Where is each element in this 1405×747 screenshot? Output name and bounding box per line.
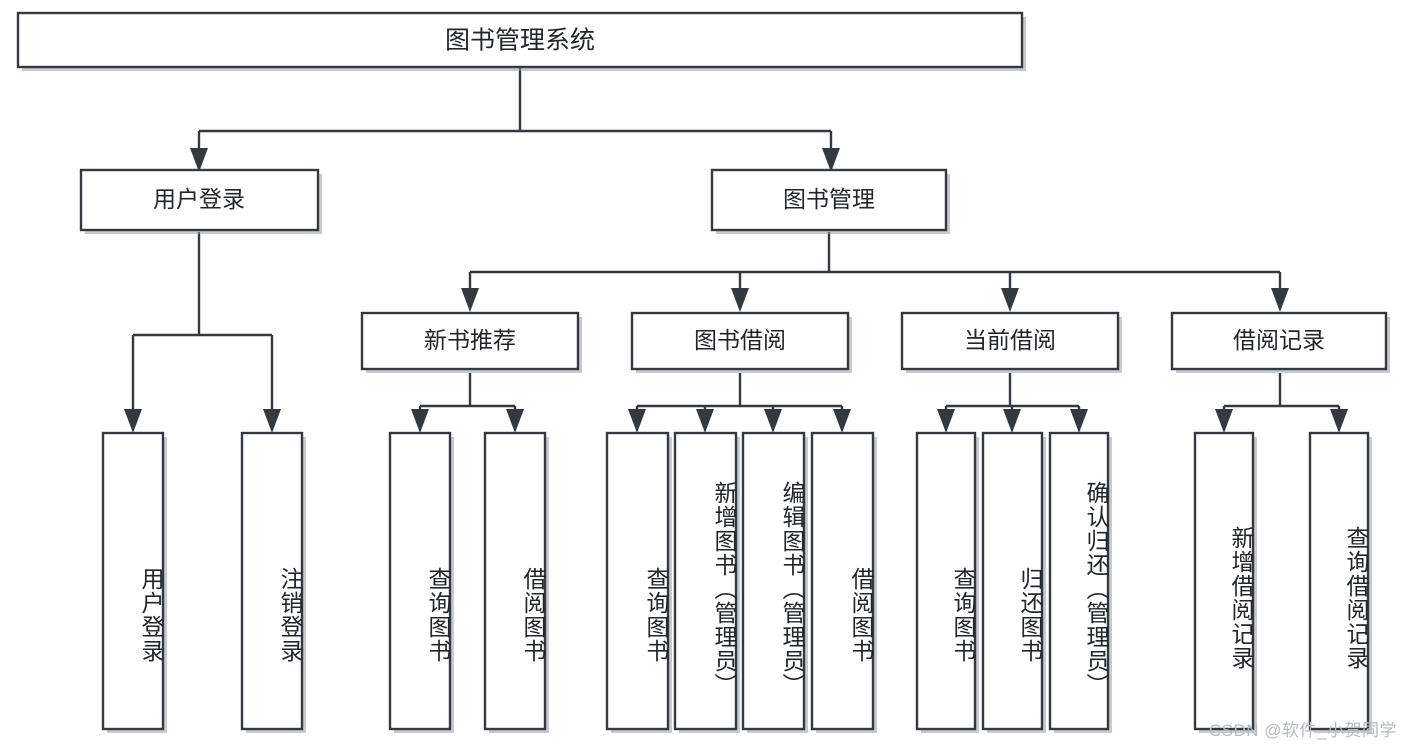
node-new-book-rec[interactable]: 新书推荐 (360, 311, 582, 373)
csdn-watermark: CSDN @软件_小贺同学 (1208, 721, 1397, 740)
leaf-edit-book-box (741, 431, 806, 731)
arrow-to-leaf-add-record (1215, 409, 1233, 433)
arrow-to-leaf-add-book (696, 409, 714, 433)
leaf-user-login-box (101, 431, 165, 731)
leaf-confirm-return-box (1048, 431, 1110, 731)
node-user-login[interactable]: 用户登录 (79, 168, 322, 234)
node-leaf-query-book-2[interactable] (605, 431, 672, 733)
root-box (16, 11, 1024, 69)
arrow-to-leaf-borrow-book-1 (506, 409, 524, 433)
arrow-to-leaf-query-book-2 (628, 409, 646, 433)
arrow-to-leaf-borrow-book-2 (833, 409, 851, 433)
node-leaf-user-login[interactable] (101, 431, 167, 733)
book-borrow-box (630, 311, 850, 371)
arrow-to-leaf-query-book-1 (411, 409, 429, 433)
arrow-to-leaf-confirm-return (1070, 409, 1088, 433)
node-current-borrow[interactable]: 当前借阅 (900, 311, 1122, 373)
arrow-to-book-borrow (731, 288, 749, 312)
connectors-layer (124, 67, 1348, 433)
arrow-to-current-borrow (1001, 288, 1019, 312)
arrow-to-leaf-user-login (124, 409, 142, 433)
user-login-label: 用户登录 (153, 186, 245, 212)
leaf-return-book-box (981, 431, 1044, 731)
arrow-to-leaf-query-record (1330, 409, 1348, 433)
current-borrow-box (900, 311, 1120, 371)
connector-book-borrow-to-leaves (635, 373, 844, 421)
node-leaf-return-book[interactable] (981, 431, 1046, 733)
node-leaf-add-book[interactable] (673, 431, 740, 733)
leaf-user-logout-box (240, 431, 304, 731)
new-book-rec-box (360, 311, 580, 371)
arrow-to-leaf-query-book-3 (937, 409, 955, 433)
user-login-box (79, 168, 320, 232)
leaf-query-book-1-box (388, 431, 452, 731)
node-root[interactable]: 图书管理系统 (16, 11, 1026, 71)
arrow-to-new-book-rec (461, 288, 479, 312)
connector-book-manage-to-level3 (468, 232, 1282, 300)
connector-root-to-level2 (197, 67, 833, 160)
node-book-borrow[interactable]: 图书借阅 (630, 311, 852, 373)
connector-user-login-to-leaves (131, 232, 274, 421)
borrow-record-box (1170, 311, 1388, 371)
node-leaf-query-book-3[interactable] (915, 431, 979, 733)
book-manage-box (710, 168, 948, 232)
arrow-to-leaf-return-book (1003, 409, 1021, 433)
arrow-to-borrow-record (1271, 288, 1289, 312)
leaf-query-record-box (1308, 431, 1370, 731)
leaf-borrow-book-2-box (810, 431, 875, 731)
node-leaf-borrow-book-2[interactable] (810, 431, 877, 733)
current-borrow-label: 当前借阅 (964, 327, 1056, 353)
nodes-layer: 图书管理系统 用户登录 图书管理 新书推荐 (16, 11, 1390, 733)
leaf-add-book-box (673, 431, 738, 731)
leaf-query-book-3-box (915, 431, 977, 731)
arrow-to-book-manage (822, 148, 840, 172)
node-book-manage[interactable]: 图书管理 (710, 168, 950, 234)
book-borrow-label: 图书借阅 (694, 327, 786, 353)
node-borrow-record[interactable]: 借阅记录 (1170, 311, 1390, 373)
leaf-add-record-box (1193, 431, 1255, 731)
connector-borrow-record-to-leaves (1222, 373, 1341, 421)
arrow-to-leaf-edit-book (764, 409, 782, 433)
book-manage-label: 图书管理 (783, 186, 875, 212)
node-leaf-query-book-1[interactable] (388, 431, 454, 733)
node-leaf-confirm-return[interactable] (1048, 431, 1112, 733)
leaf-query-book-2-box (605, 431, 670, 731)
root-label: 图书管理系统 (445, 27, 595, 55)
arrow-to-user-login (190, 148, 208, 172)
node-leaf-query-record[interactable] (1308, 431, 1372, 733)
node-leaf-user-logout[interactable] (240, 431, 306, 733)
leaf-borrow-book-1-box (483, 431, 547, 731)
new-book-rec-label: 新书推荐 (424, 327, 516, 353)
connector-new-book-rec-to-leaves (418, 373, 517, 421)
borrow-record-label: 借阅记录 (1233, 327, 1325, 353)
arrow-to-leaf-user-logout (263, 409, 281, 433)
node-leaf-borrow-book-1[interactable] (483, 431, 549, 733)
node-leaf-edit-book[interactable] (741, 431, 808, 733)
node-leaf-add-record[interactable] (1193, 431, 1257, 733)
